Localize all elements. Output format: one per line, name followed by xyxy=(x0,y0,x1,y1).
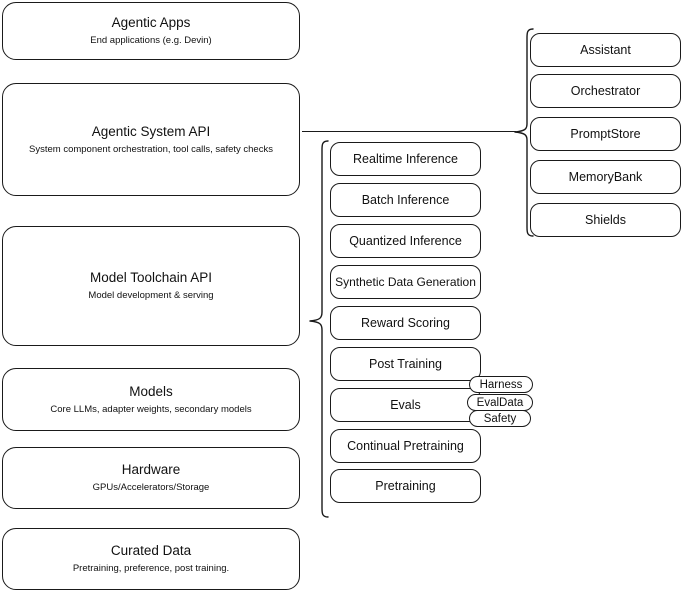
layer-subtitle: Pretraining, preference, post training. xyxy=(72,563,230,574)
toolchain-pill-continual-pretraining[interactable]: Continual Pretraining xyxy=(330,429,481,463)
layer-box-hardware[interactable]: Hardware GPUs/Accelerators/Storage xyxy=(2,447,300,509)
agentic-pill-shields[interactable]: Shields xyxy=(530,203,681,237)
layer-box-agentic-system-api[interactable]: Agentic System API System component orch… xyxy=(2,83,300,196)
layer-subtitle: Model development & serving xyxy=(88,290,214,301)
agentic-pill-assistant[interactable]: Assistant xyxy=(530,33,681,67)
layer-box-model-toolchain-api[interactable]: Model Toolchain API Model development & … xyxy=(2,226,300,346)
toolchain-pill-synthetic-data-generation[interactable]: Synthetic Data Generation xyxy=(330,265,481,299)
layer-title: Agentic System API xyxy=(91,123,211,139)
layer-subtitle: System component orchestration, tool cal… xyxy=(29,143,273,155)
toolchain-pill-pretraining[interactable]: Pretraining xyxy=(330,469,481,503)
toolchain-pill-post-training[interactable]: Post Training xyxy=(330,347,481,381)
agentic-pill-orchestrator[interactable]: Orchestrator xyxy=(530,74,681,108)
evals-subpill-safety[interactable]: Safety xyxy=(469,410,531,427)
layer-subtitle: GPUs/Accelerators/Storage xyxy=(92,482,210,493)
layer-title: Hardware xyxy=(121,462,181,478)
connector-agentic-system-to-components xyxy=(302,131,516,133)
agentic-pill-promptstore[interactable]: PromptStore xyxy=(530,117,681,151)
brace-agentic-system xyxy=(514,28,534,237)
toolchain-pill-quantized-inference[interactable]: Quantized Inference xyxy=(330,224,481,258)
toolchain-pill-reward-scoring[interactable]: Reward Scoring xyxy=(330,306,481,340)
agentic-pill-memorybank[interactable]: MemoryBank xyxy=(530,160,681,194)
evals-subpill-harness[interactable]: Harness xyxy=(469,376,533,393)
layer-subtitle: End applications (e.g. Devin) xyxy=(90,35,212,46)
layer-title: Curated Data xyxy=(110,543,192,559)
brace-model-toolchain xyxy=(309,140,329,518)
toolchain-pill-evals[interactable]: Evals xyxy=(330,388,481,422)
toolchain-pill-realtime-inference[interactable]: Realtime Inference xyxy=(330,142,481,176)
layer-title: Models xyxy=(129,383,173,399)
toolchain-pill-batch-inference[interactable]: Batch Inference xyxy=(330,183,481,217)
layer-subtitle: Core LLMs, adapter weights, secondary mo… xyxy=(50,403,252,415)
layer-box-models[interactable]: Models Core LLMs, adapter weights, secon… xyxy=(2,368,300,431)
evals-subpill-evaldata[interactable]: EvalData xyxy=(467,394,533,411)
layer-title: Model Toolchain API xyxy=(89,270,213,286)
layer-box-agentic-apps[interactable]: Agentic Apps End applications (e.g. Devi… xyxy=(2,2,300,60)
layer-title: Agentic Apps xyxy=(111,15,191,31)
layer-box-curated-data[interactable]: Curated Data Pretraining, preference, po… xyxy=(2,528,300,590)
